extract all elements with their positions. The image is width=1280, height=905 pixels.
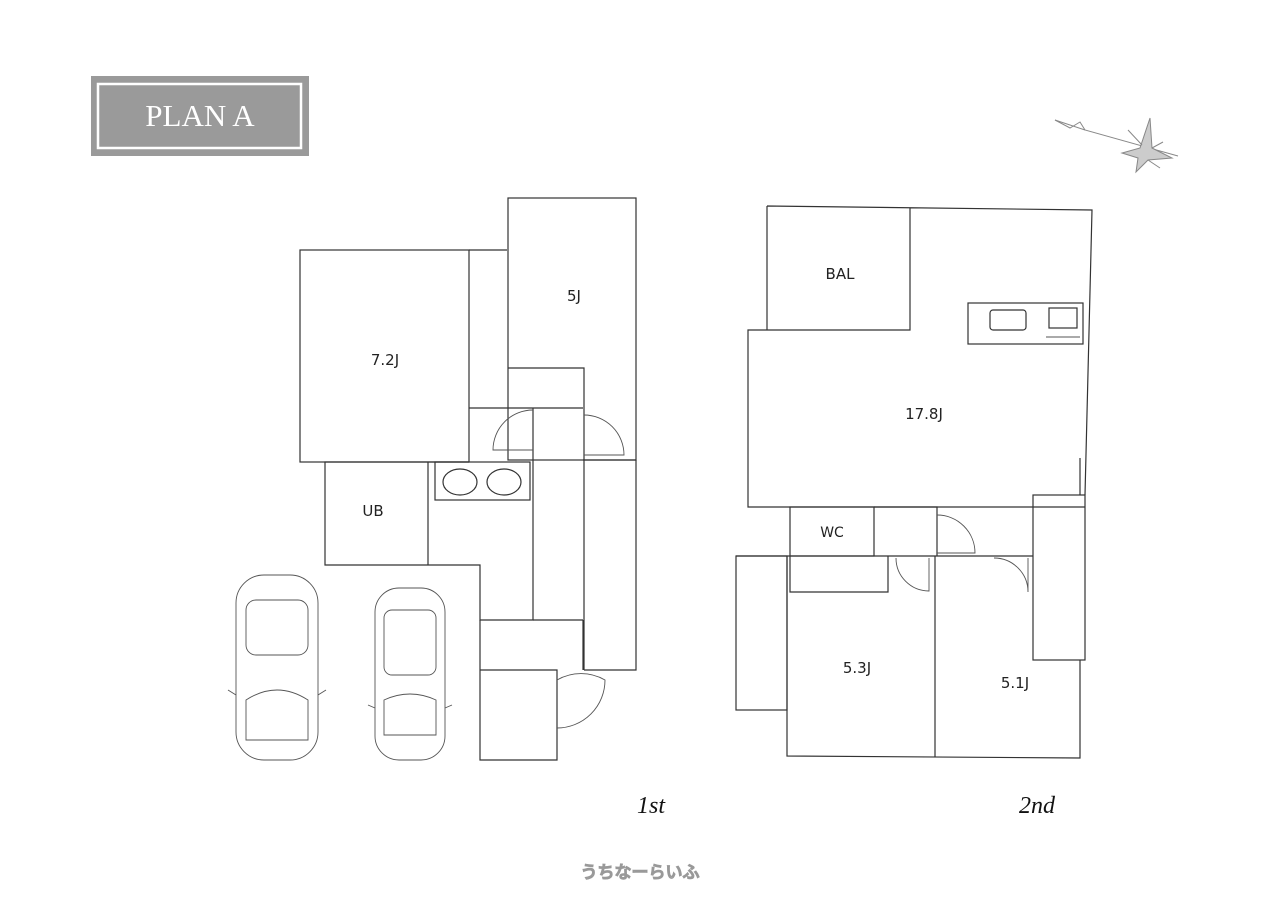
room-label: 7.2J: [371, 351, 399, 369]
second-floor-plan: BAL 17.8J WC 5.3J 5.1J 2nd: [735, 205, 1093, 819]
room-label: 5.3J: [843, 659, 871, 677]
kitchen-counter-icon: [967, 302, 1084, 345]
room-5j: [507, 197, 637, 461]
room-label: WC: [820, 525, 844, 541]
room-label: 17.8J: [905, 405, 943, 423]
washbasin-icon: [434, 461, 531, 501]
plan-title: PLAN A: [145, 98, 255, 133]
floor-label-2nd: 2nd: [1019, 793, 1056, 819]
room-label: BAL: [826, 265, 856, 283]
room-label: 5J: [567, 287, 581, 305]
car-icon: [227, 574, 327, 761]
room-label: UB: [362, 502, 383, 520]
car-icon: [367, 587, 453, 761]
floor-label-1st: 1st: [637, 793, 666, 819]
room-label: 5.1J: [1001, 674, 1029, 692]
first-floor-plan: 7.2J 5J UB 1st: [227, 197, 666, 819]
watermark: うちなーらいふ: [581, 863, 700, 883]
plan-title-badge: PLAN A: [91, 76, 309, 156]
compass-icon: [1054, 117, 1179, 174]
